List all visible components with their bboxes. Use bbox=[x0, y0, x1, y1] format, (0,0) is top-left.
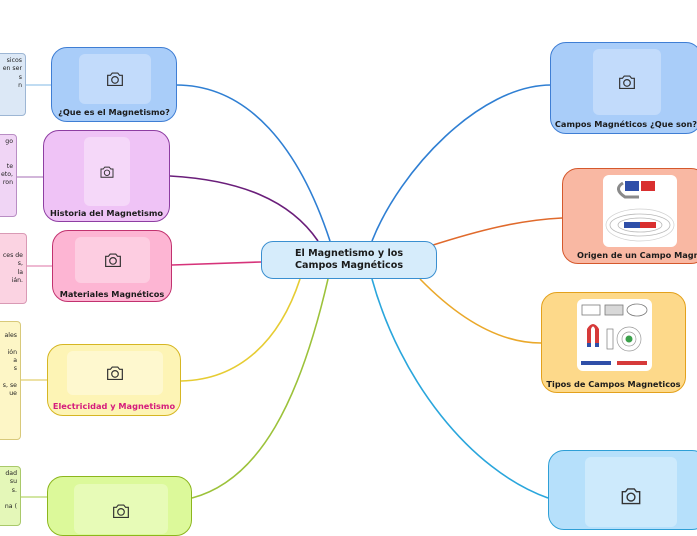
note-line: sicos bbox=[6, 57, 22, 64]
link-bottom-left bbox=[191, 278, 329, 499]
note-line: te bbox=[6, 162, 13, 170]
topic-label: Historia del Magnetismo bbox=[49, 208, 164, 218]
field-types-illustration bbox=[581, 303, 648, 365]
topic-materiales-magneticos[interactable]: Materiales Magnéticos bbox=[52, 230, 172, 302]
topic-electricidad-magnetismo[interactable]: Electricidad y Magnetismo bbox=[47, 344, 181, 416]
topic-label: Campos Magnéticos ¿Que son? bbox=[554, 119, 697, 129]
link-origen bbox=[429, 217, 563, 247]
camera-icon bbox=[621, 488, 641, 505]
note-line: s, se bbox=[2, 381, 17, 389]
note-line: ión bbox=[7, 348, 17, 356]
image-placeholder bbox=[585, 457, 677, 527]
magnet-field-image bbox=[603, 175, 677, 247]
central-topic[interactable]: El Magnetismo y los Campos Magnéticos bbox=[261, 241, 437, 279]
connector-lines bbox=[17, 84, 563, 499]
link-campos bbox=[371, 84, 552, 242]
note-line: en ser bbox=[2, 65, 22, 73]
topic-tipos-campos[interactable]: Tipos de Campos Magneticos bbox=[541, 292, 686, 393]
field-types-image bbox=[577, 299, 652, 371]
topic-que-es-magnetismo[interactable]: ¿Que es el Magnetismo? bbox=[51, 47, 177, 122]
note-line: ron bbox=[2, 179, 13, 187]
topic-label: Materiales Magnéticos bbox=[59, 289, 165, 299]
topic-bottom-right[interactable] bbox=[548, 450, 697, 530]
camera-icon bbox=[100, 166, 114, 178]
note-line: dad bbox=[5, 470, 17, 477]
camera-icon bbox=[104, 253, 121, 268]
topic-campos-magneticos[interactable]: Campos Magnéticos ¿Que son? bbox=[550, 42, 697, 134]
note-line: n bbox=[18, 81, 22, 89]
note-line: s bbox=[18, 73, 22, 81]
note-box-1[interactable]: sicos en ser s n bbox=[0, 53, 26, 116]
magnet-illustration bbox=[605, 181, 675, 242]
camera-icon bbox=[107, 72, 123, 87]
note-line bbox=[0, 495, 17, 503]
link-electricidad bbox=[180, 278, 301, 382]
note-line bbox=[0, 146, 13, 154]
note-line bbox=[0, 340, 17, 348]
topic-label: Tipos de Campos Magneticos bbox=[546, 379, 681, 389]
note-box-2[interactable]: go te eto, ron bbox=[0, 134, 17, 217]
note-line: ue bbox=[9, 390, 17, 398]
camera-icon bbox=[113, 504, 129, 519]
topic-bottom-left[interactable] bbox=[47, 476, 192, 536]
note-line: ces de bbox=[2, 252, 23, 259]
link-tipos bbox=[419, 278, 542, 344]
link-materiales bbox=[171, 261, 262, 266]
image-placeholder bbox=[593, 49, 661, 115]
note-line: la bbox=[17, 268, 23, 276]
topic-label: Origen de un Campo Magnético bbox=[577, 250, 697, 260]
link-que-es bbox=[175, 84, 331, 242]
camera-icon bbox=[619, 75, 635, 90]
note-box-4[interactable]: ales ión a s s, se ue bbox=[0, 321, 21, 440]
note-line bbox=[0, 373, 17, 381]
image-placeholder bbox=[67, 351, 163, 395]
image-placeholder bbox=[75, 237, 150, 283]
note-line: ián. bbox=[11, 276, 23, 284]
link-historia bbox=[169, 175, 319, 242]
image-placeholder bbox=[74, 484, 168, 534]
topic-historia-magnetismo[interactable]: Historia del Magnetismo bbox=[43, 130, 170, 222]
link-bottom-right bbox=[371, 278, 549, 499]
note-line: go bbox=[5, 138, 13, 145]
topic-origen-campo[interactable]: Origen de un Campo Magnético bbox=[562, 168, 697, 264]
note-line: s bbox=[13, 365, 17, 373]
note-line bbox=[0, 155, 13, 163]
image-placeholder bbox=[79, 54, 151, 104]
note-line: eto, bbox=[1, 171, 13, 179]
note-line: na ( bbox=[4, 503, 17, 511]
image-placeholder bbox=[84, 137, 130, 206]
note-line: a bbox=[13, 356, 17, 364]
topic-label: Electricidad y Magnetismo bbox=[52, 401, 176, 411]
note-line: s. bbox=[11, 486, 17, 494]
note-line: ales bbox=[4, 332, 17, 339]
topic-label: ¿Que es el Magnetismo? bbox=[58, 107, 170, 117]
camera-icon bbox=[107, 366, 123, 381]
note-line: su bbox=[9, 478, 17, 486]
note-box-5[interactable]: dad su s. na ( bbox=[0, 466, 21, 526]
note-box-3[interactable]: ces de s, la ián. bbox=[0, 233, 27, 304]
note-line: s, bbox=[17, 260, 23, 268]
